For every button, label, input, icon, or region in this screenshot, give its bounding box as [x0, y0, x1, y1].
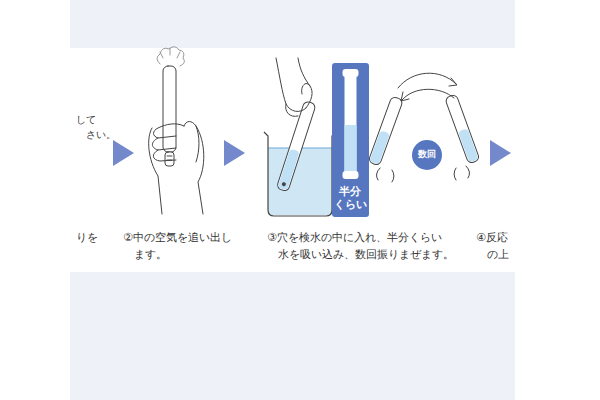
- tube-icon: [332, 63, 369, 185]
- tube-water: [344, 125, 356, 175]
- node-text: 半分 くらい: [333, 185, 368, 211]
- step-caption-fragment: りを: [76, 230, 111, 247]
- step-caption: ②中の空気を追い出し ます。: [123, 230, 239, 263]
- step-arrow: [224, 140, 245, 166]
- circle-fill: [412, 140, 442, 170]
- count-circle: 数回: [412, 140, 442, 170]
- tube-body: [344, 75, 356, 175]
- squeeze-figure: [149, 47, 204, 214]
- step-arrow: [113, 140, 134, 166]
- step-caption-fragment: ④反応 の上: [476, 230, 523, 263]
- node-text: 数回: [418, 149, 436, 160]
- step-arrow: [490, 140, 511, 166]
- step-caption: ③穴を検水の中に入れ、半分くらい 水を吸い込み、数回振りまぜます。: [267, 230, 458, 263]
- bottom-band: [70, 272, 515, 400]
- tube-cap: [342, 171, 358, 179]
- beaker-figure: [264, 58, 336, 216]
- step-caption-fragment: して さい。: [76, 112, 112, 142]
- top-band: [70, 0, 515, 48]
- shake-figure: [368, 73, 480, 182]
- callout-box: 半分 くらい: [332, 63, 369, 217]
- panel: [70, 48, 515, 272]
